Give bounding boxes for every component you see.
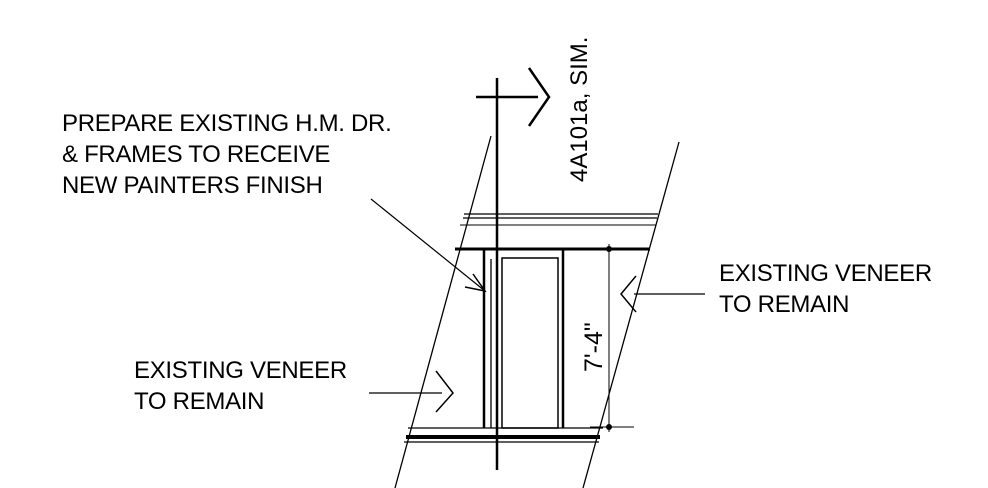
callout-veneer-right-line-2: TO REMAIN <box>719 291 850 318</box>
leader-veneer-right-arrow <box>620 275 637 313</box>
callout-veneer-left: EXISTING VENEER TO REMAIN <box>134 355 347 417</box>
callout-door-frames-line-1: PREPARE EXISTING H.M. DR. <box>62 110 392 137</box>
dim-dot-top <box>606 246 612 252</box>
section-arrow <box>527 67 551 127</box>
section-reference-label: 4A101a, SIM. <box>566 36 593 182</box>
door-leaf <box>501 257 559 429</box>
callout-door-frames-line-3: NEW PAINTERS FINISH <box>62 172 323 199</box>
break-line-left <box>394 135 492 488</box>
leader-veneer-left-arrow <box>435 370 454 413</box>
callout-veneer-left-line-2: TO REMAIN <box>134 388 265 415</box>
leader-door-frames-arrow <box>464 273 487 293</box>
callout-veneer-right: EXISTING VENEER TO REMAIN <box>719 258 932 320</box>
dimension-label: 7'-4" <box>580 322 608 372</box>
callout-door-frames-line-2: & FRAMES TO RECEIVE <box>62 141 331 168</box>
callout-door-frames: PREPARE EXISTING H.M. DR. & FRAMES TO RE… <box>62 108 392 201</box>
callout-veneer-right-line-1: EXISTING VENEER <box>719 260 932 287</box>
dim-dot-bottom <box>606 424 612 430</box>
break-line-right <box>582 141 680 488</box>
leader-door-frames <box>370 198 486 292</box>
callout-veneer-left-line-1: EXISTING VENEER <box>134 357 347 384</box>
